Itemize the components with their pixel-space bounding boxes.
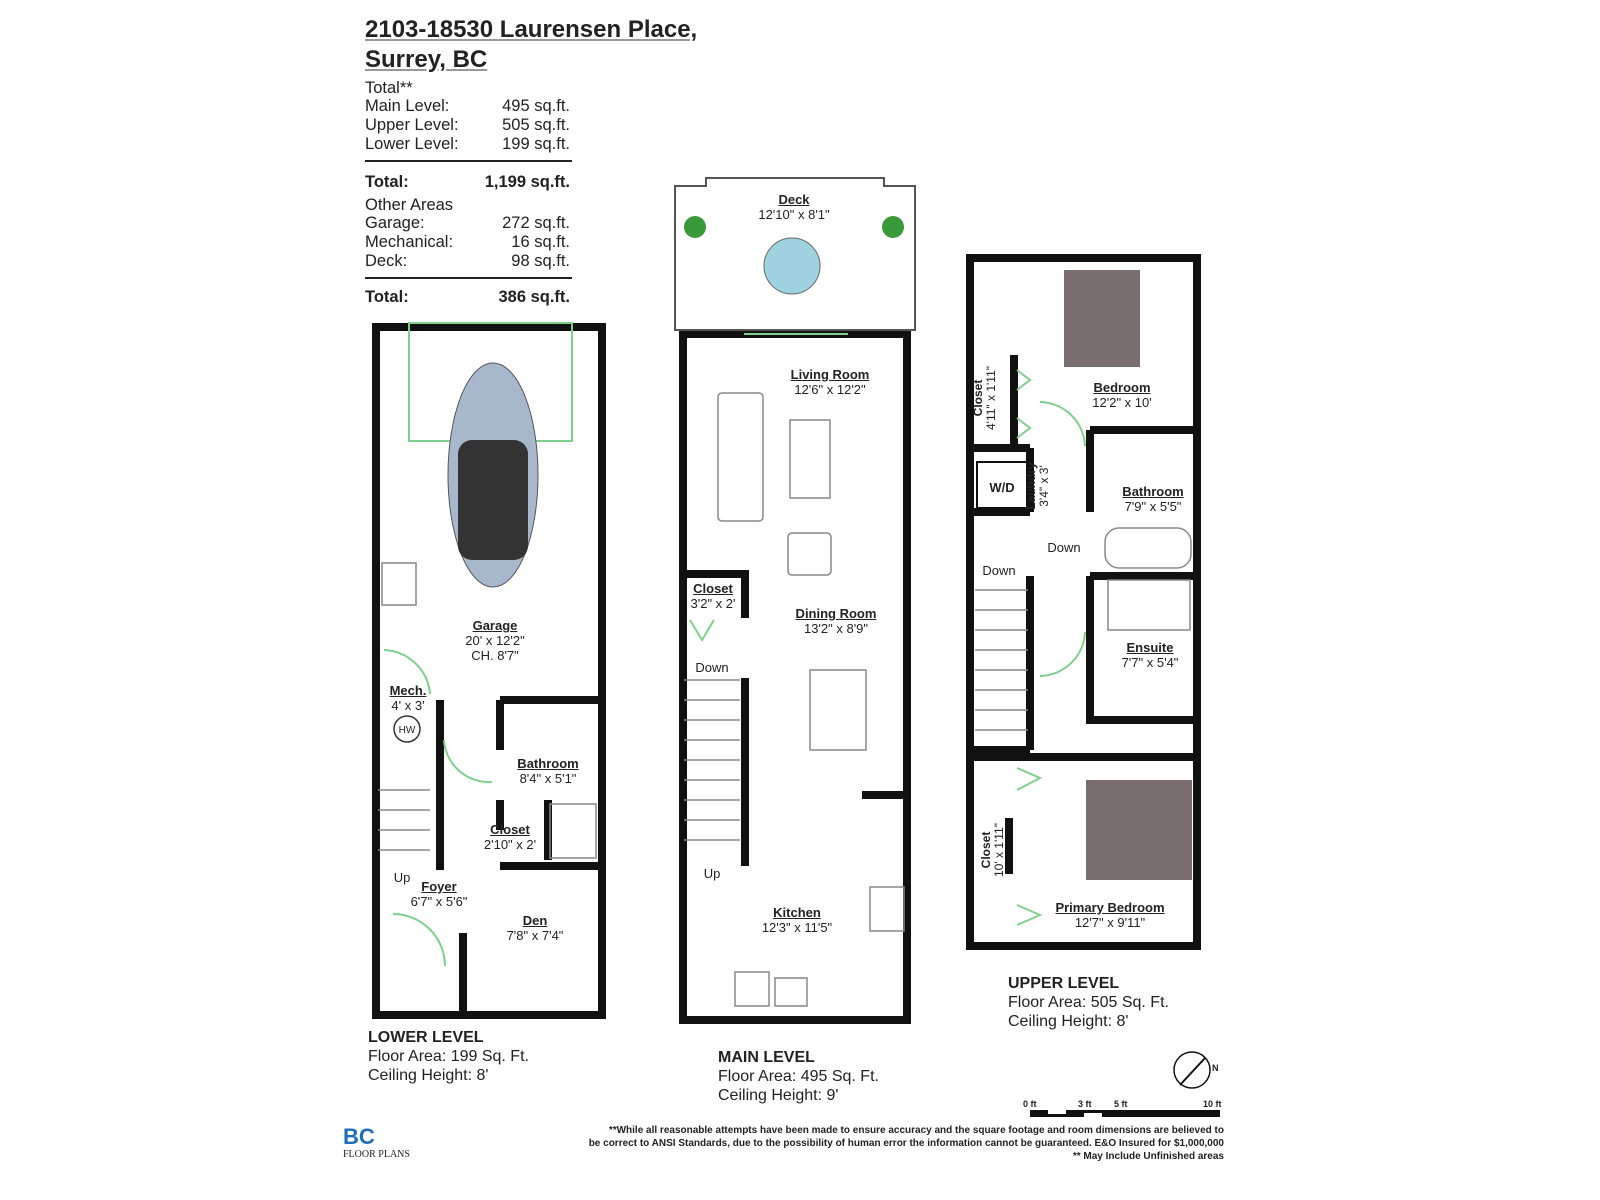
closet-rod: [1005, 818, 1013, 874]
area-row: Lower Level: 199 sq.ft.: [365, 135, 570, 154]
scale-tick: 5 ft: [1114, 1099, 1128, 1109]
area-value: 495 sq.ft.: [502, 97, 570, 115]
utility-sink: [381, 562, 417, 606]
address-line2: Surrey, BC: [365, 46, 488, 73]
area-row: Deck: 98 sq.ft.: [365, 252, 570, 271]
coffee-table: [789, 419, 831, 499]
area-label: Upper Level:: [365, 116, 459, 134]
washer-dryer: [976, 461, 1028, 509]
bed-icon: [1064, 270, 1140, 367]
stair-down-label: Down: [695, 660, 729, 675]
upper-level-walls: [966, 254, 1201, 950]
lower-shower: [549, 803, 597, 859]
compass-icon: [1173, 1051, 1211, 1089]
total-label: Total:: [365, 288, 409, 306]
other-heading: Other Areas: [365, 196, 454, 214]
area-label: Mechanical:: [365, 233, 454, 251]
dining-table: [809, 669, 867, 751]
plant-icon: [882, 216, 904, 238]
area-value: 505 sq.ft.: [502, 116, 570, 134]
total-row: Total: 1,199 sq.ft.: [365, 173, 570, 192]
upper-interior-walls: [970, 355, 1197, 761]
area-value: 199 sq.ft.: [502, 135, 570, 153]
stair-down-label: Down: [982, 563, 1016, 578]
stairs: [378, 589, 1028, 851]
shower: [1107, 579, 1191, 631]
divider: [365, 277, 572, 279]
stair-down-label: Down: [1047, 540, 1081, 555]
area-label: Deck:: [365, 252, 408, 270]
deck-outline: [674, 177, 916, 331]
patio-table: [763, 237, 821, 295]
area-row: Mechanical: 16 sq.ft.: [365, 233, 570, 252]
address-line1: 2103-18530 Laurensen Place,: [365, 16, 698, 43]
room-label-mech: Mech.4' x 3': [389, 683, 427, 713]
logo-mark: BC: [343, 1124, 375, 1149]
area-label: Lower Level:: [365, 135, 459, 153]
area-label: Main Level:: [365, 97, 450, 115]
car-roof: [458, 440, 528, 560]
lower-level-walls: [372, 323, 606, 1019]
scale-tick: 10 ft: [1203, 1099, 1222, 1109]
total-value: 1,199 sq.ft.: [484, 173, 570, 191]
washer-dryer-label: W/D: [989, 480, 1015, 495]
sofa: [717, 392, 764, 522]
area-value: 272 sq.ft.: [502, 214, 570, 232]
kitchen-sink: [774, 977, 808, 1007]
plant-icon: [684, 216, 706, 238]
armchair: [787, 532, 832, 576]
area-row: Garage: 272 sq.ft.: [365, 214, 570, 233]
area-row: Main Level: 495 sq.ft.: [365, 97, 570, 116]
scale-tick: 3 ft: [1078, 1099, 1092, 1109]
stove: [869, 886, 905, 932]
lower-interior-walls: [436, 696, 600, 1012]
bathtub: [1104, 527, 1192, 569]
area-value: 16 sq.ft.: [511, 233, 570, 251]
scale-tick: 0 ft: [1023, 1099, 1037, 1109]
area-label: Garage:: [365, 214, 425, 232]
stair-up-label: Up: [393, 870, 411, 885]
furniture: [378, 392, 1192, 1007]
sink-cabinet: [734, 971, 770, 1007]
hot-water-tank: [393, 715, 421, 743]
doors: [383, 322, 1086, 967]
total-heading: Total**: [365, 79, 413, 97]
disclaimer: **While all reasonable attempts have bee…: [588, 1125, 1224, 1162]
total-label: Total:: [365, 173, 409, 191]
logo-text: FLOOR PLANS: [343, 1149, 410, 1160]
area-value: 98 sq.ft.: [511, 252, 570, 270]
main-interior-walls: [683, 570, 907, 866]
scale-bar: [1030, 1110, 1220, 1117]
divider: [365, 160, 572, 162]
primary-bed-icon: [1086, 780, 1192, 880]
hw-label: HW: [398, 725, 416, 736]
compass-north-label: N: [1212, 1063, 1219, 1073]
stair-up-label: Up: [703, 866, 721, 881]
total-value: 386 sq.ft.: [498, 288, 570, 306]
area-row: Upper Level: 505 sq.ft.: [365, 116, 570, 135]
total-row: Total: 386 sq.ft.: [365, 288, 570, 307]
